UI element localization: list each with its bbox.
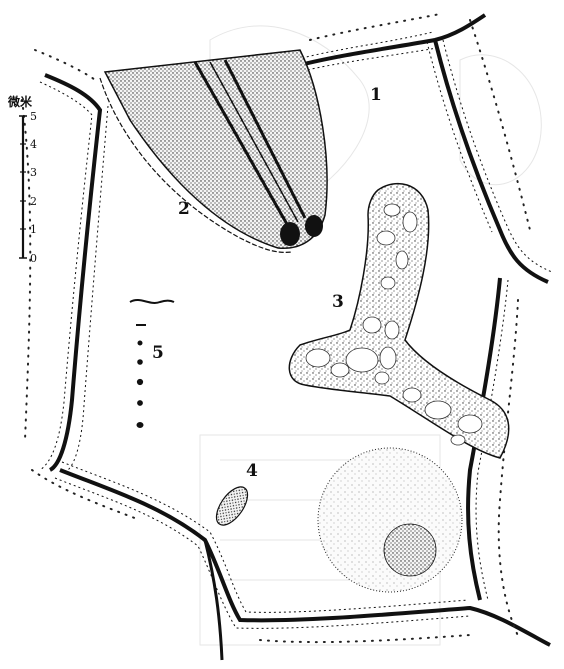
label-3: 3 <box>332 292 344 312</box>
label-2: 2 <box>178 199 190 219</box>
scale-tick-2: 2 <box>30 195 37 208</box>
label-4: 4 <box>246 461 258 481</box>
scale-tick-0: 0 <box>30 252 37 265</box>
scale-bar: 微米 5 4 3 2 1 0 <box>7 94 37 265</box>
round-body <box>318 448 462 592</box>
scale-tick-3: 3 <box>30 166 37 179</box>
label-5: 5 <box>152 343 164 363</box>
label-1: 1 <box>370 85 382 105</box>
root-hair-tip <box>100 50 327 252</box>
scale-tick-5: 5 <box>30 110 37 123</box>
scale-tick-1: 1 <box>30 223 37 236</box>
scale-unit: 微米 <box>7 94 33 109</box>
scale-tick-4: 4 <box>30 138 37 151</box>
small-forms <box>130 300 174 427</box>
oval-body <box>210 482 253 531</box>
